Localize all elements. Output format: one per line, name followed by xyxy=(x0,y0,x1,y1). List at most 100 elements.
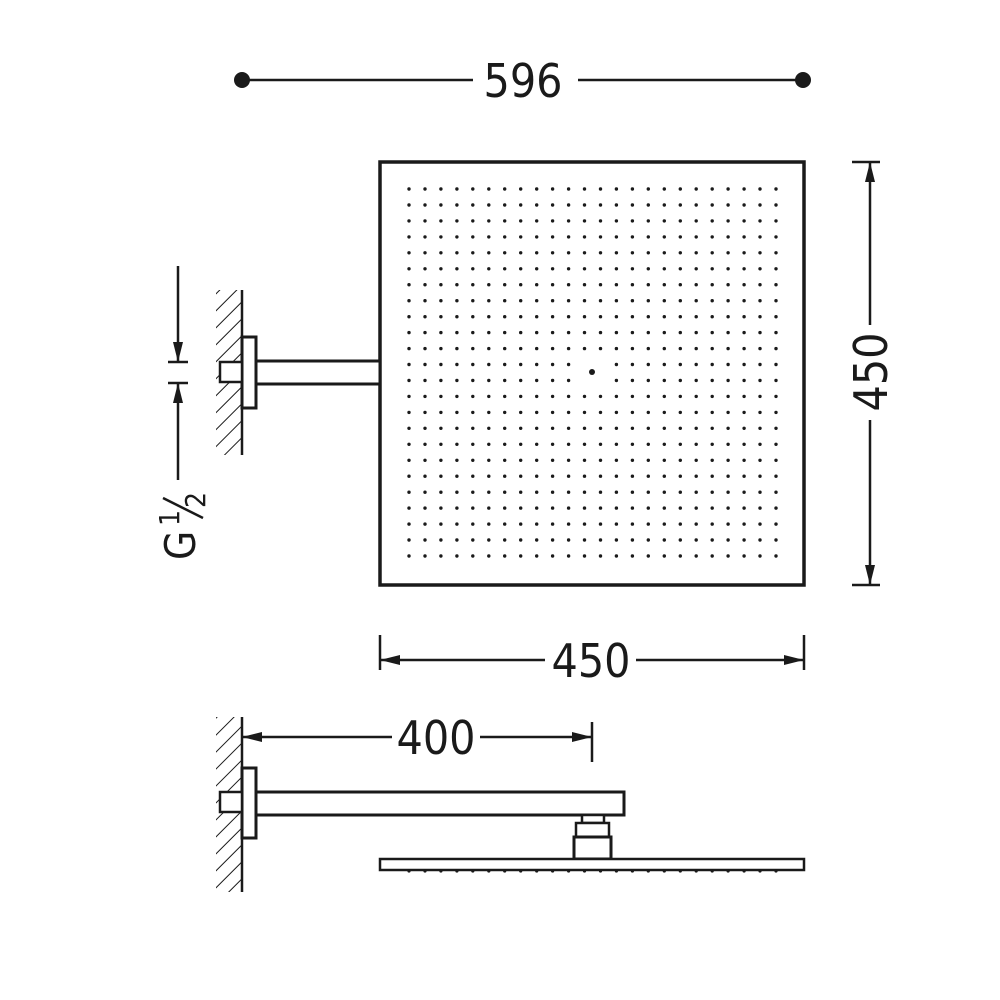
nozzle-dot xyxy=(471,426,475,430)
nozzle-dot xyxy=(678,458,682,462)
nozzle-dot xyxy=(630,283,635,287)
nozzle-dot xyxy=(407,299,411,303)
nozzle-dot xyxy=(742,251,746,255)
nozzle-dot xyxy=(582,219,587,223)
nozzle-dot xyxy=(774,362,778,367)
nozzle-dot xyxy=(423,203,427,207)
nozzle-dot xyxy=(519,267,523,271)
nozzle-dot xyxy=(726,426,730,430)
nozzle-dot xyxy=(694,538,698,542)
nozzle-dot xyxy=(758,187,762,191)
nozzle-dot xyxy=(678,538,682,542)
nozzle-dot xyxy=(774,378,778,383)
nozzle-dot xyxy=(407,522,411,526)
nozzle-dot xyxy=(758,458,762,462)
nozzle-dot xyxy=(582,203,587,207)
nozzle-dot xyxy=(678,474,682,478)
side-nozzle-dot xyxy=(423,869,427,873)
nozzle-dot xyxy=(439,235,443,239)
nozzle-dot xyxy=(630,410,635,415)
nozzle-dot xyxy=(550,362,555,367)
nozzle-dot xyxy=(503,251,507,255)
nozzle-dot xyxy=(503,538,507,542)
nozzle-dot xyxy=(630,330,635,335)
nozzle-dot xyxy=(582,474,587,478)
nozzle-dot xyxy=(519,187,523,191)
nozzle-dot xyxy=(678,426,682,430)
nozzle-dot xyxy=(678,394,682,399)
nozzle-dot xyxy=(535,251,539,255)
nozzle-dot xyxy=(550,203,555,207)
nozzle-dot xyxy=(726,299,730,303)
nozzle-dot xyxy=(582,554,587,558)
nozzle-dot xyxy=(582,506,587,510)
nozzle-dot xyxy=(407,506,411,510)
nozzle-dot xyxy=(487,235,491,239)
nozzle-dot xyxy=(423,426,427,430)
side-nozzle-dot xyxy=(678,869,682,873)
nozzle-dot xyxy=(630,490,635,494)
nozzle-dot xyxy=(471,346,475,351)
nozzle-dot xyxy=(614,283,619,287)
nozzle-dot xyxy=(582,299,587,303)
nozzle-dot xyxy=(742,410,746,415)
center-nozzle xyxy=(589,369,595,375)
nozzle-dot xyxy=(630,315,635,319)
nozzle-dot xyxy=(550,426,555,430)
nozzle-dot xyxy=(646,426,650,430)
nozzle-dot xyxy=(662,394,666,399)
nozzle-dot xyxy=(503,442,507,446)
nozzle-dot xyxy=(519,426,523,430)
nozzle-dot xyxy=(646,410,650,415)
nozzle-dot xyxy=(710,442,714,446)
nozzle-dot xyxy=(742,378,746,383)
nozzle-dot xyxy=(646,315,650,319)
nozzle-dot xyxy=(407,330,411,335)
nozzle-dot xyxy=(598,394,603,399)
nozzle-dot xyxy=(710,522,714,526)
nozzle-dot xyxy=(598,538,603,542)
nozzle-dot xyxy=(726,538,730,542)
nozzle-dot xyxy=(614,538,619,542)
nozzle-dot xyxy=(423,458,427,462)
nozzle-dot xyxy=(614,187,619,191)
nozzle-dot xyxy=(758,315,762,319)
nozzle-dot xyxy=(407,554,411,558)
nozzle-dot xyxy=(582,330,587,335)
nozzle-dot xyxy=(726,330,730,335)
nozzle-dot xyxy=(423,442,427,446)
nozzle-dot xyxy=(582,426,587,430)
nozzle-dot xyxy=(455,442,459,446)
side-nozzle-dot xyxy=(535,869,539,873)
nozzle-dot xyxy=(678,219,682,223)
nozzle-dot xyxy=(646,362,650,367)
nozzle-dot xyxy=(662,187,666,191)
nozzle-dot xyxy=(630,235,635,239)
nozzle-dot xyxy=(423,554,427,558)
nozzle-dot xyxy=(758,410,762,415)
overall-width-dimension: 596 xyxy=(234,54,811,108)
nozzle-dot xyxy=(742,187,746,191)
nozzle-dot xyxy=(646,235,650,239)
nozzle-dot xyxy=(471,235,475,239)
nozzle-dot xyxy=(742,362,746,367)
nozzle-dot xyxy=(503,394,507,399)
side-nozzle-dot xyxy=(774,869,778,873)
nozzle-dot xyxy=(646,522,650,526)
nozzle-dot xyxy=(614,490,619,494)
nozzle-dot xyxy=(742,283,746,287)
nozzle-dot xyxy=(566,554,571,558)
nozzle-dot xyxy=(519,410,523,415)
nozzle-dot xyxy=(439,474,443,478)
side-nozzle-dot xyxy=(710,869,714,873)
nozzle-dot xyxy=(550,458,555,462)
nozzle-dot xyxy=(519,315,523,319)
nozzle-dot xyxy=(423,315,427,319)
nozzle-dot xyxy=(503,187,507,191)
nozzle-dot xyxy=(598,251,603,255)
side-nozzle-dot xyxy=(471,869,475,873)
nozzle-dot xyxy=(550,330,555,335)
nozzle-grid xyxy=(407,187,778,558)
nozzle-dot xyxy=(550,315,555,319)
nozzle-dot xyxy=(487,187,491,191)
